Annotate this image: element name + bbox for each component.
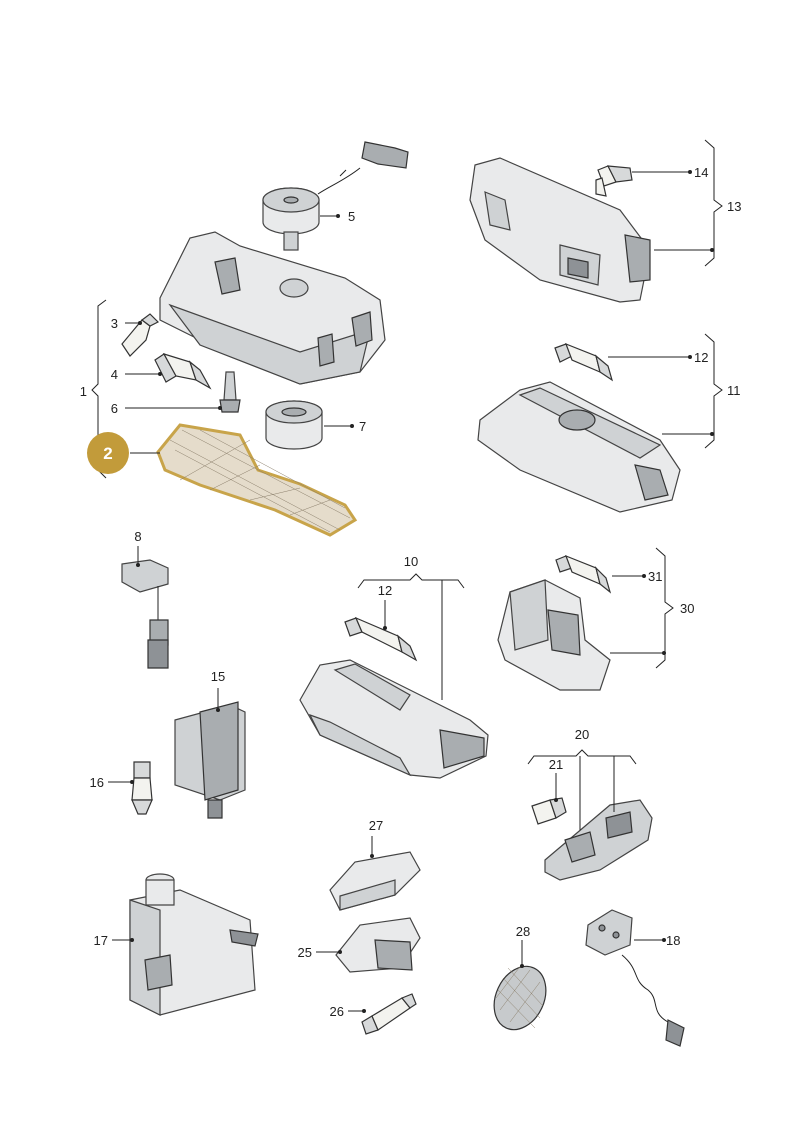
callout-25: 25 xyxy=(298,945,312,960)
callout-20: 20 xyxy=(575,727,589,742)
callout-7: 7 xyxy=(359,419,366,434)
bulb-item-12-mid[interactable] xyxy=(344,616,418,662)
callout-28: 28 xyxy=(516,924,530,939)
callout-3: 3 xyxy=(111,316,118,331)
bulb-item-31[interactable] xyxy=(555,554,612,594)
light-unit-item-30[interactable] xyxy=(497,579,611,691)
callout-21: 21 xyxy=(549,757,563,772)
switch-item-8[interactable] xyxy=(121,559,169,669)
callout-17: 17 xyxy=(94,933,108,948)
callout-30: 30 xyxy=(680,601,694,616)
sensor-unit-part[interactable] xyxy=(262,141,409,251)
bulb-item-16[interactable] xyxy=(131,761,153,815)
leader-dots xyxy=(130,170,714,1013)
callout-13: 13 xyxy=(727,199,741,214)
mesh-lens-item-28[interactable] xyxy=(484,958,555,1038)
ring-item-7[interactable] xyxy=(265,400,323,450)
switch-item-20[interactable] xyxy=(544,799,653,881)
leader-lines xyxy=(108,171,712,1012)
bulb-item-4[interactable] xyxy=(154,352,212,390)
bulb-item-21[interactable] xyxy=(531,797,567,825)
callout-6: 6 xyxy=(111,401,118,416)
sensor-item-18[interactable] xyxy=(585,909,685,1047)
light-housing-item-25[interactable] xyxy=(335,917,421,973)
callout-4: 4 xyxy=(111,367,118,382)
highlight-label: 2 xyxy=(103,444,112,463)
callout-18: 18 xyxy=(666,933,680,948)
light-housing-item-10[interactable] xyxy=(299,659,489,779)
light-unit-item-11[interactable] xyxy=(477,381,681,513)
callout-27: 27 xyxy=(369,818,383,833)
callout-12-mid: 12 xyxy=(378,583,392,598)
callout-15: 15 xyxy=(211,669,225,684)
bulb-item-14[interactable] xyxy=(595,165,633,197)
bulb-item-26[interactable] xyxy=(361,993,417,1035)
callout-11: 11 xyxy=(727,383,741,398)
reading-light-item-13[interactable] xyxy=(469,157,651,303)
lens-item-27[interactable] xyxy=(329,851,421,911)
callout-31: 31 xyxy=(648,569,662,584)
highlight-badge-item-2[interactable]: 2 xyxy=(87,432,129,474)
callout-1: 1 xyxy=(80,384,87,399)
bulb-item-3[interactable] xyxy=(121,313,160,357)
lens-mesh-item-2[interactable] xyxy=(156,423,358,537)
screw-item-6[interactable] xyxy=(219,371,241,413)
callout-8: 8 xyxy=(134,529,141,544)
callout-16: 16 xyxy=(90,775,104,790)
main-housing-part[interactable] xyxy=(159,231,386,385)
callout-labels: 1 3 4 5 6 7 8 10 11 12 12 13 14 15 16 17… xyxy=(80,165,742,1019)
switch-item-15[interactable] xyxy=(174,701,246,819)
callout-26: 26 xyxy=(330,1004,344,1019)
callout-14: 14 xyxy=(694,165,708,180)
switch-item-17[interactable] xyxy=(129,873,259,1016)
callout-10: 10 xyxy=(404,554,418,569)
callout-12-top: 12 xyxy=(694,350,708,365)
callout-5: 5 xyxy=(348,209,355,224)
bulb-item-12-top[interactable] xyxy=(554,342,614,382)
